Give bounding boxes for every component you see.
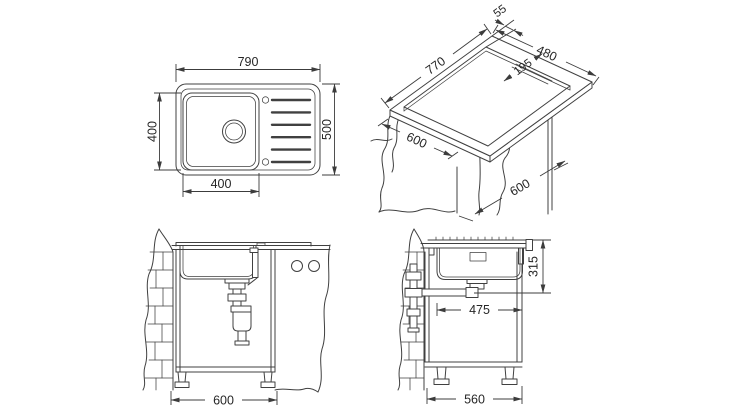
bowl-divider-edge — [511, 63, 553, 85]
side-panel — [274, 244, 331, 393]
cabinet-feet — [174, 371, 276, 388]
drain-plumbing-side — [404, 263, 488, 333]
dimension-cabinet-width-front: 600 — [170, 391, 278, 408]
dimension-wall-to-front: 475 — [436, 303, 523, 317]
sink-bowl-side-section — [436, 247, 523, 280]
sink-bowl — [182, 92, 260, 171]
worktop-slab — [389, 35, 593, 163]
panel-hole — [291, 260, 303, 272]
dim-label-600-front: 600 — [213, 394, 234, 408]
dim-label-400-left: 400 — [146, 121, 160, 142]
worktop-cutout — [403, 46, 571, 147]
cabinet-feet-side — [433, 366, 518, 385]
drainboard-grooves — [261, 96, 312, 166]
overflow-pipe — [247, 247, 259, 286]
mounting-clip — [518, 247, 524, 265]
dim-label-315: 315 — [527, 256, 541, 277]
dimension-bowl-depth: 400 — [146, 92, 181, 171]
overflow-opening — [469, 252, 487, 262]
isometric-view: 770 55 480 195 600 — [370, 3, 600, 222]
cabinet-front — [175, 249, 276, 373]
dim-label-400-bottom: 400 — [211, 177, 232, 191]
front-elevation-view: 600 — [142, 228, 331, 408]
mounting-clip — [428, 247, 435, 256]
dim-label-790: 790 — [238, 55, 259, 69]
plan-view: 790 500 400 400 — [146, 55, 340, 197]
dim-label-500: 500 — [320, 119, 334, 140]
brick-wall — [142, 228, 174, 391]
cabinet-under-worktop — [370, 109, 553, 216]
panel-hole — [308, 260, 320, 272]
sink-bowl-section — [179, 245, 257, 280]
side-elevation-view: 315 475 560 — [397, 228, 551, 407]
bottle-trap — [224, 278, 252, 346]
countertop-side — [420, 236, 533, 265]
drain-icon — [222, 119, 246, 144]
dimension-overall-width: 790 — [175, 55, 321, 82]
groove-ticks — [435, 236, 514, 241]
dim-label-55: 55 — [492, 3, 509, 20]
dim-label-475: 475 — [469, 303, 490, 317]
dim-label-600-bottom: 600 — [507, 176, 532, 199]
dimension-bowl-width: 400 — [182, 173, 260, 197]
dim-label-560: 560 — [464, 393, 485, 407]
dim-label-600-left: 600 — [404, 130, 429, 152]
dimension-overall-depth: 500 — [320, 83, 340, 176]
dimension-cabinet-depth-side: 560 — [426, 386, 523, 407]
dimension-drain-height: 315 — [474, 239, 551, 294]
